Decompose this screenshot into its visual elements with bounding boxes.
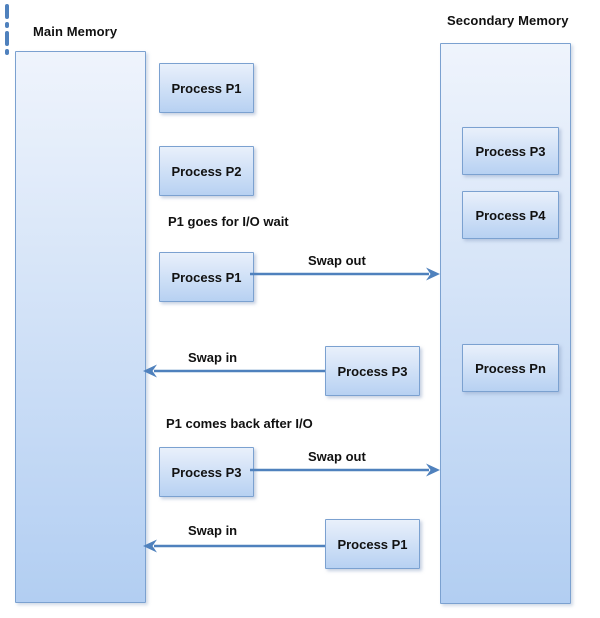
swap-in-label-1: Swap in (188, 350, 238, 365)
swap-in-label-2: Swap in (188, 523, 238, 538)
process-box-p3-swap-in: Process P3 (325, 346, 420, 396)
swap-out-arrow-2 (250, 463, 440, 477)
swap-in-arrow-1 (143, 364, 325, 378)
swap-out-arrow-1 (250, 267, 440, 281)
process-box-label: Process P3 (337, 363, 408, 379)
process-box-label: Process P4 (475, 207, 546, 223)
process-box-p1-swap-in: Process P1 (325, 519, 420, 569)
process-box-p1-initial: Process P1 (159, 63, 254, 113)
process-box-label: Process Pn (475, 360, 546, 376)
swap-out-label-2: Swap out (308, 449, 366, 464)
process-box-label: Process P1 (171, 269, 242, 285)
process-box-label: Process P1 (337, 536, 408, 552)
annotation-io-return: P1 comes back after I/O (166, 416, 313, 431)
process-box-secondary-pn: Process Pn (462, 344, 559, 392)
process-box-secondary-p4: Process P4 (462, 191, 559, 239)
swap-out-label-1: Swap out (308, 253, 366, 268)
main-memory-label: Main Memory (33, 24, 118, 39)
vertical-ellipsis-icon (5, 4, 9, 62)
secondary-memory-label: Secondary Memory (447, 13, 569, 28)
process-box-secondary-p3: Process P3 (462, 127, 559, 175)
swap-in-arrow-2 (143, 539, 325, 553)
process-box-label: Process P3 (171, 464, 242, 480)
main-memory-box (15, 51, 146, 603)
process-box-p1-swap-out: Process P1 (159, 252, 254, 302)
process-box-label: Process P1 (171, 80, 242, 96)
process-box-label: Process P3 (475, 143, 546, 159)
process-box-p2: Process P2 (159, 146, 254, 196)
annotation-io-wait: P1 goes for I/O wait (168, 214, 289, 229)
process-box-p3-swap-out: Process P3 (159, 447, 254, 497)
process-box-label: Process P2 (171, 163, 242, 179)
